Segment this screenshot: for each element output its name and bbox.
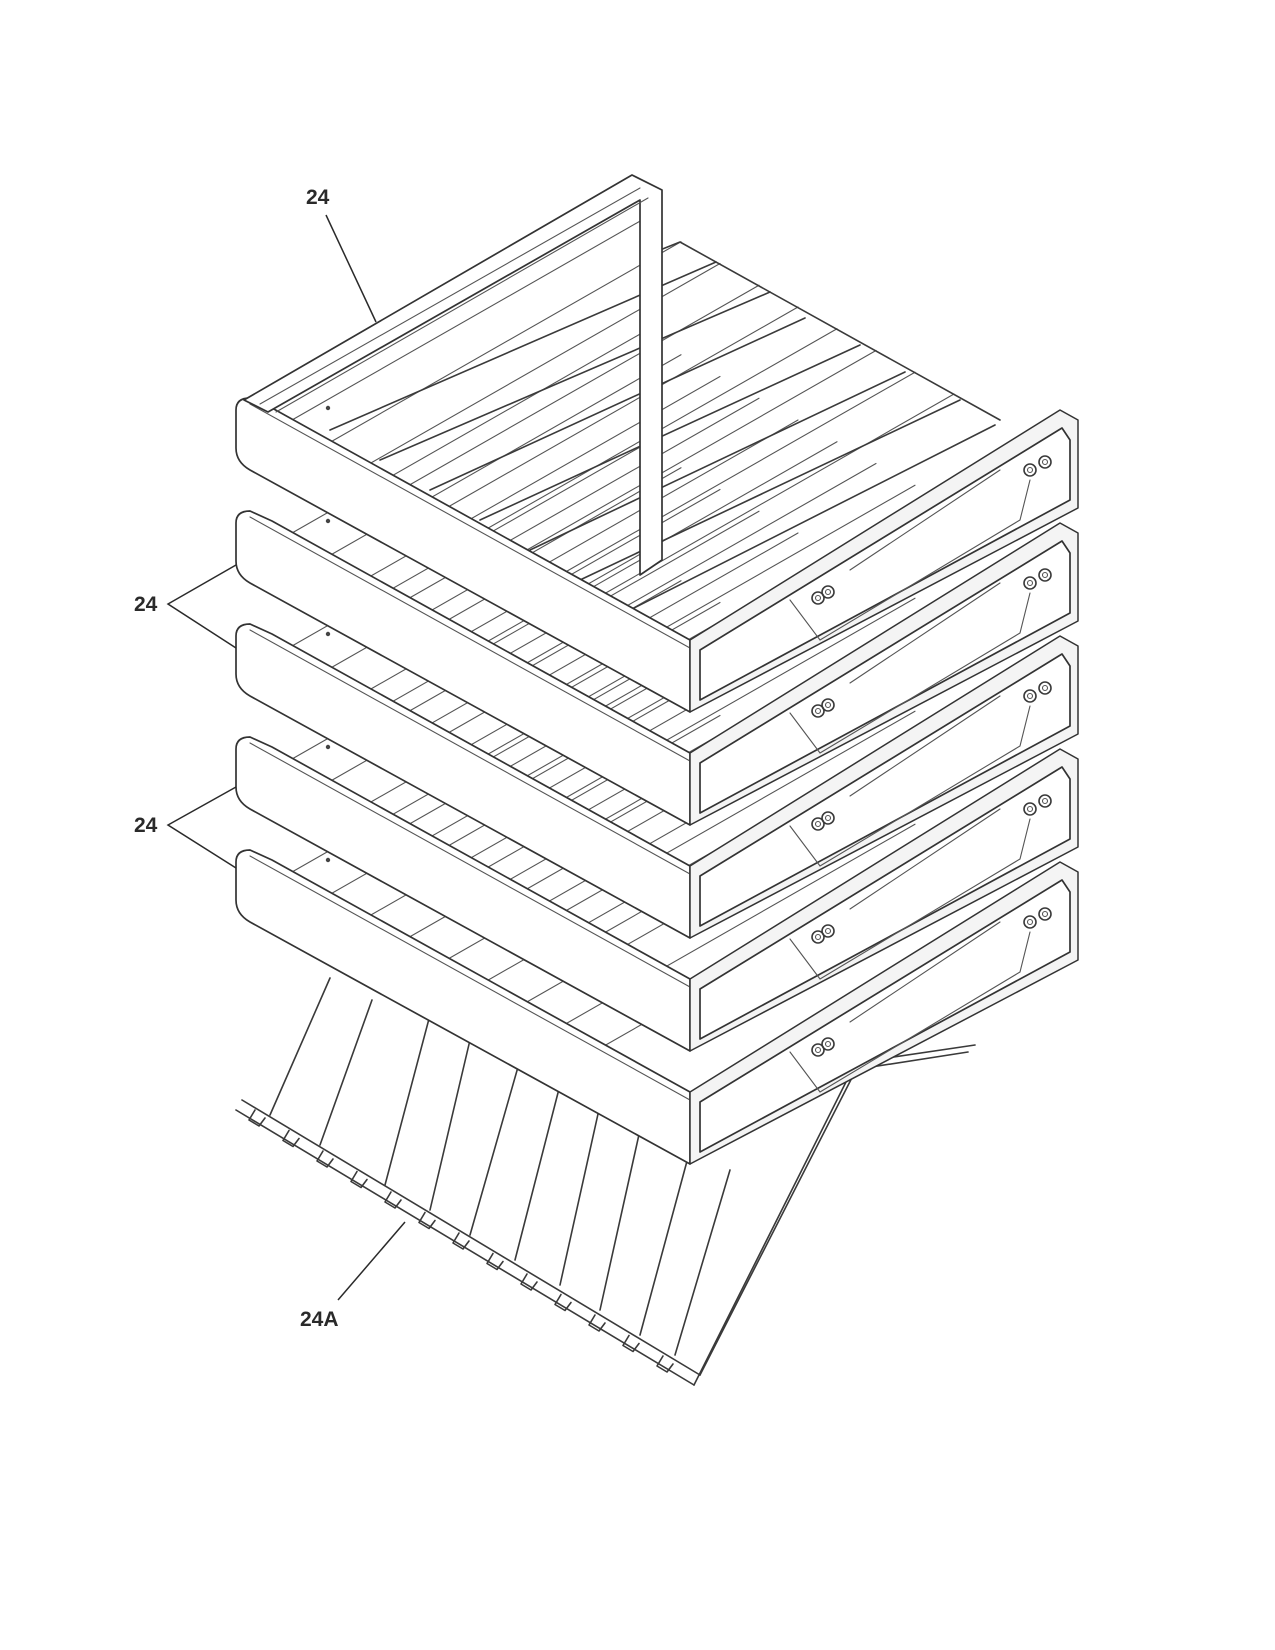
ref-label-24A: 24A xyxy=(300,1308,339,1331)
wine-rack-shelf-icon xyxy=(235,558,1079,1052)
wine-rack-shelf-icon xyxy=(235,445,1079,939)
ref-label-24-top: 24 xyxy=(306,186,330,209)
ref-label-24-middle: 24 xyxy=(134,593,158,616)
rack-hooks xyxy=(248,1109,674,1373)
leader-lines xyxy=(166,214,406,1301)
wine-rack-shelf-icon xyxy=(235,671,1079,1165)
wire-rack-icon xyxy=(235,977,976,1386)
top-shelf-back-panel xyxy=(243,174,663,576)
shelf-stack xyxy=(235,219,1079,1165)
ref-label-24-lower: 24 xyxy=(134,814,158,837)
wine-rack-shelf-icon xyxy=(235,219,1079,713)
